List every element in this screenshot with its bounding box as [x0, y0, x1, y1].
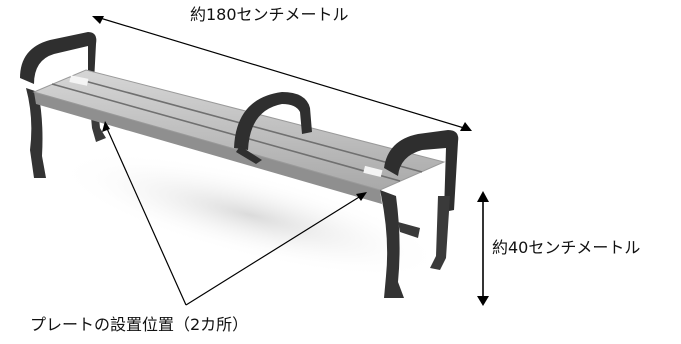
height-arrow-head-top: [477, 191, 489, 202]
plate-pointer-left: [104, 123, 187, 306]
plate-pointer-right: [185, 193, 365, 306]
right-leg-brace: [398, 222, 420, 238]
center-armrest: [234, 92, 312, 150]
slat-line-1: [51, 83, 401, 182]
left-armrest: [20, 32, 97, 84]
center-armrest-foot: [236, 146, 262, 164]
ground-shadow: [55, 151, 445, 279]
plate-left: [69, 75, 89, 86]
plate-position-label: プレートの設置位置（2カ所）: [30, 315, 249, 334]
length-arrow-head-start: [92, 16, 104, 24]
plate-pointer-right-head: [356, 192, 367, 201]
height-arrow-head-bottom: [477, 296, 489, 306]
right-back-leg: [430, 196, 450, 270]
length-label: 約180センチメートル: [190, 5, 349, 24]
right-armrest: [384, 130, 459, 212]
plate-pointer-left-head: [102, 121, 110, 132]
seat-edge: [34, 92, 382, 204]
plate-right: [363, 165, 383, 178]
height-label: 約40センチメートル: [492, 238, 641, 257]
length-arrow-line: [99, 17, 465, 129]
left-front-leg: [26, 88, 46, 178]
length-arrow-head-end: [460, 122, 472, 131]
right-front-leg: [380, 190, 404, 298]
